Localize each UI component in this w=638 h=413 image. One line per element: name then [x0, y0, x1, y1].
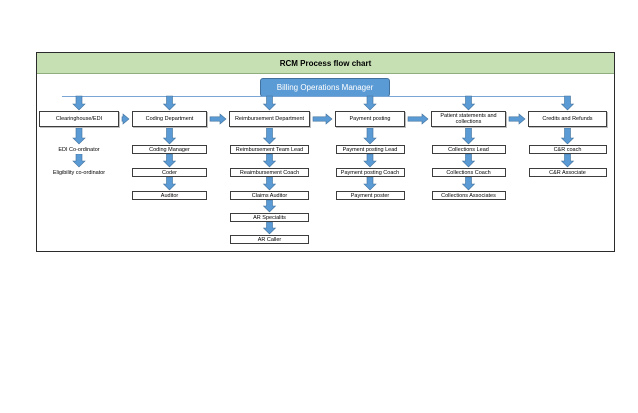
dept-reimbursement: Reimbursement Department — [229, 111, 310, 127]
manager-box: Billing Operations Manager — [260, 78, 390, 97]
role-collections-lead: Collections Lead — [431, 145, 506, 154]
right-arrow-dept-1 — [209, 113, 227, 125]
down-arrow-col5-1 — [560, 153, 575, 168]
flowchart-frame: RCM Process flow chart Billing Operation… — [36, 52, 615, 252]
down-arrow-col2-3 — [262, 199, 277, 213]
role-collections-associates: Collections Associates — [431, 191, 506, 200]
right-arrow-dept-2 — [312, 113, 333, 125]
down-arrow-col0-0 — [72, 127, 86, 145]
role-ar-specialist: AR Specialits — [230, 213, 309, 222]
role-payment-poster: Payment poster — [335, 191, 405, 200]
down-arrow-col4-2 — [461, 176, 476, 191]
arrow-layer — [72, 95, 575, 235]
right-arrow-dept-0 — [121, 113, 130, 125]
chart-title: RCM Process flow chart — [37, 53, 614, 74]
down-arrow-to-dept-0 — [72, 95, 86, 111]
role-reimbursement-coach: Reaimbursement Coach — [230, 168, 309, 177]
role-reimbursement-team-lead: Reimbursement Team Lead — [230, 145, 309, 154]
manager-connector-line — [62, 96, 567, 97]
down-arrow-col2-2 — [262, 176, 277, 191]
right-arrow-dept-3 — [407, 113, 429, 125]
right-arrow-dept-4 — [508, 113, 526, 125]
down-arrow-col1-2 — [162, 176, 177, 191]
dept-coding: Coding Department — [132, 111, 207, 127]
role-coding-manager: Coding Manager — [132, 145, 207, 154]
down-arrow-col4-1 — [461, 153, 476, 168]
role-cr-coach: C&R coach — [528, 145, 607, 154]
down-arrow-col2-0 — [262, 127, 277, 145]
down-arrow-col2-4 — [262, 221, 277, 235]
down-arrow-col0-1 — [72, 153, 86, 168]
down-arrow-col5-0 — [560, 127, 575, 145]
dept-credits-refunds: Credits and Refunds — [528, 111, 607, 127]
dept-clearinghouse: Clearinghouse/EDI — [39, 111, 119, 127]
role-coder: Coder — [132, 168, 207, 177]
down-arrow-col3-0 — [363, 127, 377, 145]
down-arrow-to-dept-2 — [262, 95, 277, 111]
role-auditor: Auditor — [132, 191, 207, 200]
dept-payment-posting: Payment posting — [335, 111, 405, 127]
role-payment-posting-coach: Payment posting Coach — [335, 168, 405, 177]
down-arrow-to-dept-5 — [560, 95, 575, 111]
role-claims-auditor: Claims Auditor — [230, 191, 309, 200]
down-arrow-col1-1 — [162, 153, 177, 168]
role-edi-coordinator: EDI Co-ordinator — [49, 145, 109, 154]
down-arrow-to-dept-3 — [363, 95, 377, 111]
dept-patient-collections: Patient statements and collections — [431, 111, 506, 127]
role-ar-caller: AR Caller — [230, 235, 309, 244]
role-payment-posting-lead: Payment posting Lead — [335, 145, 405, 154]
down-arrow-col3-1 — [363, 153, 377, 168]
down-arrow-col3-2 — [363, 176, 377, 191]
down-arrow-to-dept-4 — [461, 95, 476, 111]
role-cr-associate: C&R Associate — [528, 168, 607, 177]
down-arrow-col2-1 — [262, 153, 277, 168]
down-arrow-to-dept-1 — [162, 95, 177, 111]
down-arrow-col1-0 — [162, 127, 177, 145]
role-eligibility-coordinator: Eligibility co-ordinator — [39, 168, 119, 177]
role-collections-coach: Collections Coach — [431, 168, 506, 177]
down-arrow-col4-0 — [461, 127, 476, 145]
